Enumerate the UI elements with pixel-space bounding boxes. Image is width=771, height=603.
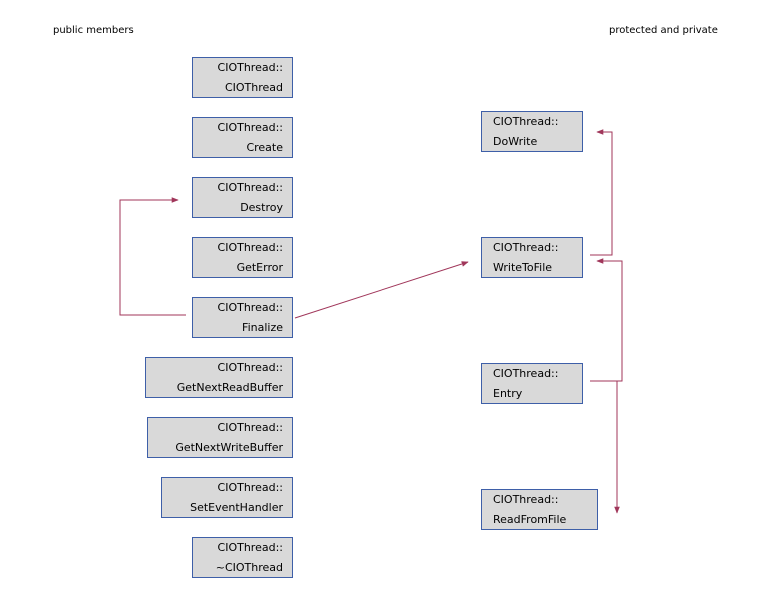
node-class-label: CIOThread:: <box>493 115 559 128</box>
node-entry[interactable]: CIOThread:: Entry <box>481 363 583 404</box>
node-method-label: ~CIOThread <box>215 561 283 574</box>
node-class-label: CIOThread:: <box>217 61 283 74</box>
edge-finalize-to-destroy <box>119 197 186 316</box>
edge-entry-to-writetofile <box>590 258 623 382</box>
node-class-label: CIOThread:: <box>217 481 283 494</box>
node-class-label: CIOThread:: <box>217 301 283 314</box>
node-class-label: CIOThread:: <box>493 367 559 380</box>
node-create[interactable]: CIOThread:: Create <box>192 117 293 158</box>
node-ciothread-destructor[interactable]: CIOThread:: ~CIOThread <box>192 537 293 578</box>
node-method-label: CIOThread <box>224 81 283 94</box>
node-method-label: ReadFromFile <box>493 513 567 526</box>
protected-private-heading: protected and private <box>609 25 718 36</box>
node-writetofile[interactable]: CIOThread:: WriteToFile <box>481 237 583 278</box>
node-method-label: GetError <box>236 261 283 274</box>
node-method-label: WriteToFile <box>493 261 553 274</box>
node-class-label: CIOThread:: <box>217 361 283 374</box>
node-destroy[interactable]: CIOThread:: Destroy <box>192 177 293 218</box>
node-class-label: CIOThread:: <box>217 181 283 194</box>
public-members-heading: public members <box>53 25 134 36</box>
node-dowrite[interactable]: CIOThread:: DoWrite <box>481 111 583 152</box>
node-method-label: Entry <box>493 387 523 400</box>
node-finalize[interactable]: CIOThread:: Finalize <box>192 297 293 338</box>
node-class-label: CIOThread:: <box>217 241 283 254</box>
node-class-label: CIOThread:: <box>493 241 559 254</box>
node-readfromfile[interactable]: CIOThread:: ReadFromFile <box>481 489 598 530</box>
node-geterror[interactable]: CIOThread:: GetError <box>192 237 293 278</box>
node-class-label: CIOThread:: <box>217 541 283 554</box>
node-seteventhandler[interactable]: CIOThread:: SetEventHandler <box>161 477 293 518</box>
node-method-label: SetEventHandler <box>190 501 283 514</box>
node-class-label: CIOThread:: <box>217 121 283 134</box>
node-ciothread-constructor[interactable]: CIOThread:: CIOThread <box>192 57 293 98</box>
edge-finalize-to-writetofile <box>294 261 469 319</box>
node-method-label: Destroy <box>240 201 283 214</box>
node-method-label: Finalize <box>242 321 283 334</box>
node-class-label: CIOThread:: <box>217 421 283 434</box>
node-method-label: GetNextWriteBuffer <box>175 441 283 454</box>
edge-writetofile-to-dowrite <box>590 129 613 256</box>
node-getnextwritebuffer[interactable]: CIOThread:: GetNextWriteBuffer <box>147 417 293 458</box>
node-method-label: Create <box>246 141 283 154</box>
node-getnextreadbuffer[interactable]: CIOThread:: GetNextReadBuffer <box>145 357 293 398</box>
node-class-label: CIOThread:: <box>493 493 559 506</box>
node-method-label: DoWrite <box>493 135 538 148</box>
node-method-label: GetNextReadBuffer <box>176 381 283 394</box>
